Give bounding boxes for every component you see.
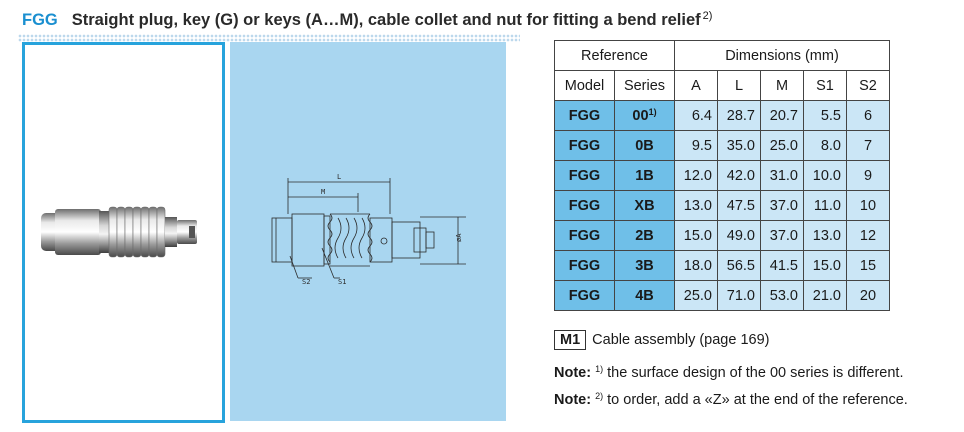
cell-a: 18.0: [674, 250, 718, 281]
cell-s1: 8.0: [803, 130, 847, 161]
table-column-header-row: Model Series A L M S1 S2: [554, 70, 890, 101]
col-header-model: Model: [554, 70, 615, 101]
dim-label-s2: S2: [302, 278, 310, 286]
cell-l: 28.7: [717, 100, 761, 131]
dotted-divider: [18, 34, 520, 42]
dim-label-s1: S1: [338, 278, 346, 286]
col-header-series: Series: [614, 70, 675, 101]
cell-s2: 10: [846, 190, 890, 221]
cell-m: 37.0: [760, 190, 804, 221]
cell-series: 001): [614, 100, 675, 131]
product-photo-frame: [22, 42, 225, 423]
note-text: to order, add a «Z» at the end of the re…: [607, 392, 908, 408]
cell-model: FGG: [554, 130, 615, 161]
col-header-s2: S2: [846, 70, 890, 101]
cell-m: 37.0: [760, 220, 804, 251]
table-row: FGG 1B 12.0 42.0 31.0 10.0 9: [554, 160, 890, 191]
cell-m: 53.0: [760, 280, 804, 311]
cell-m: 20.7: [760, 100, 804, 131]
note-label: Note:: [554, 392, 592, 408]
reference-group-header: Reference: [554, 40, 675, 71]
cell-a: 15.0: [674, 220, 718, 251]
cell-m: 31.0: [760, 160, 804, 191]
cell-series: 0B: [614, 130, 675, 161]
col-header-s1: S1: [803, 70, 847, 101]
cell-model: FGG: [554, 280, 615, 311]
table-row: FGG XB 13.0 47.5 37.0 11.0 10: [554, 190, 890, 221]
dim-label-l: L: [337, 173, 341, 181]
cell-s1: 11.0: [803, 190, 847, 221]
table-group-header-row: Reference Dimensions (mm): [554, 40, 890, 71]
series-footnote: 1): [648, 107, 657, 117]
title-footnote: 2): [702, 10, 713, 22]
technical-drawing-panel: L M øA S2 S1: [230, 42, 506, 421]
cell-s1: 13.0: [803, 220, 847, 251]
col-header-m: M: [760, 70, 804, 101]
cell-s2: 12: [846, 220, 890, 251]
cell-s2: 6: [846, 100, 890, 131]
cell-s2: 15: [846, 250, 890, 281]
cell-a: 6.4: [674, 100, 718, 131]
cell-series: 2B: [614, 220, 675, 251]
dim-label-m: M: [321, 188, 325, 196]
cell-a: 13.0: [674, 190, 718, 221]
connector-drawing: L M øA S2 S1: [271, 173, 466, 286]
cell-a: 25.0: [674, 280, 718, 311]
cell-series: XB: [614, 190, 675, 221]
cell-l: 49.0: [717, 220, 761, 251]
dimensions-group-header: Dimensions (mm): [674, 40, 890, 71]
m1-badge: M1: [554, 330, 587, 350]
page-title: FGG Straight plug, key (G) or keys (A…M),…: [22, 4, 713, 29]
footnote-2: Note: 2) to order, add a «Z» at the end …: [554, 391, 908, 408]
cable-assembly-link[interactable]: Cable assembly (page 169): [592, 332, 770, 348]
cell-m: 25.0: [760, 130, 804, 161]
product-code: FGG: [22, 11, 58, 29]
cell-series: 4B: [614, 280, 675, 311]
cell-l: 56.5: [717, 250, 761, 281]
note-label: Note:: [554, 365, 592, 381]
dim-label-diameter: øA: [455, 233, 463, 242]
cell-a: 12.0: [674, 160, 718, 191]
note-marker: 2): [595, 391, 604, 401]
cell-l: 35.0: [717, 130, 761, 161]
dimensions-table: Reference Dimensions (mm) Model Series A…: [554, 40, 890, 311]
cell-series: 1B: [614, 160, 675, 191]
table-row: FGG 0B 9.5 35.0 25.0 8.0 7: [554, 130, 890, 161]
table-row: FGG 3B 18.0 56.5 41.5 15.0 15: [554, 250, 890, 281]
cable-assembly-reference: M1 Cable assembly (page 169): [554, 329, 769, 351]
cell-m: 41.5: [760, 250, 804, 281]
cell-s1: 21.0: [803, 280, 847, 311]
title-text: Straight plug, key (G) or keys (A…M), ca…: [71, 11, 701, 29]
table-row: FGG 001) 6.4 28.7 20.7 5.5 6: [554, 100, 890, 131]
cell-s1: 5.5: [803, 100, 847, 131]
col-header-a: A: [674, 70, 718, 101]
cell-s2: 9: [846, 160, 890, 191]
cell-model: FGG: [554, 100, 615, 131]
cell-a: 9.5: [674, 130, 718, 161]
cell-model: FGG: [554, 220, 615, 251]
note-text: the surface design of the 00 series is d…: [607, 365, 904, 381]
connector-photo: [41, 206, 197, 258]
cell-s2: 7: [846, 130, 890, 161]
cell-model: FGG: [554, 190, 615, 221]
col-header-l: L: [717, 70, 761, 101]
cell-s1: 15.0: [803, 250, 847, 281]
table-row: FGG 2B 15.0 49.0 37.0 13.0 12: [554, 220, 890, 251]
cell-s2: 20: [846, 280, 890, 311]
note-marker: 1): [595, 364, 604, 374]
footnote-1: Note: 1) the surface design of the 00 se…: [554, 364, 904, 381]
cell-s1: 10.0: [803, 160, 847, 191]
cell-l: 47.5: [717, 190, 761, 221]
cell-l: 42.0: [717, 160, 761, 191]
cell-l: 71.0: [717, 280, 761, 311]
cell-model: FGG: [554, 160, 615, 191]
cell-model: FGG: [554, 250, 615, 281]
cell-series: 3B: [614, 250, 675, 281]
table-row: FGG 4B 25.0 71.0 53.0 21.0 20: [554, 280, 890, 311]
